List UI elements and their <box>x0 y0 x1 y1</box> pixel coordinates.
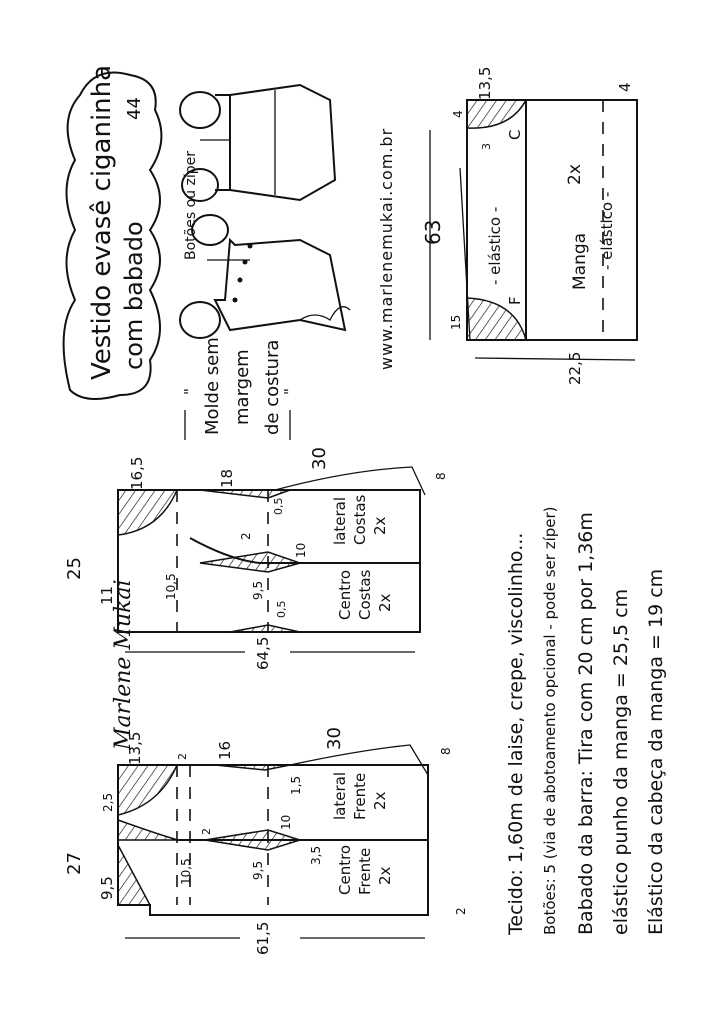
disclaimer-line-3: de costura <box>262 340 283 435</box>
svg-text:4: 4 <box>451 110 465 118</box>
svg-text:Costas: Costas <box>356 569 374 620</box>
svg-text:30: 30 <box>324 727 345 750</box>
svg-text:13,5: 13,5 <box>126 732 144 765</box>
svg-text:2x: 2x <box>376 593 394 612</box>
svg-text:9,5: 9,5 <box>251 581 265 600</box>
svg-text:61,5: 61,5 <box>254 922 272 955</box>
svg-text:Centro: Centro <box>336 845 354 895</box>
svg-text:63: 63 <box>421 220 445 245</box>
svg-text:2x: 2x <box>371 791 389 810</box>
note-cuff-elastic: elástico punho da manga = 25,5 cm <box>610 589 632 935</box>
svg-text:8: 8 <box>439 747 453 755</box>
disclaimer-line-2: margem <box>232 349 253 425</box>
svg-text:Manga: Manga <box>570 233 590 290</box>
title-size: 44 <box>124 97 145 120</box>
note-buttons: Botões: 5 (via de abotoamento opcional -… <box>541 506 559 935</box>
sleeve-pattern: 63 C F - elástico - Manga 2x - elástico … <box>421 67 638 385</box>
svg-text:0,5: 0,5 <box>272 498 285 516</box>
title-cloud: Vestido evasê ciganinha com babado 44 <box>62 65 163 400</box>
svg-text:11: 11 <box>98 586 116 605</box>
svg-text:10,5: 10,5 <box>179 858 193 885</box>
svg-text:Centro: Centro <box>336 570 354 620</box>
svg-text:": " <box>181 388 199 395</box>
svg-text:3,5: 3,5 <box>309 846 323 865</box>
svg-text:3: 3 <box>480 143 493 150</box>
svg-text:2,5: 2,5 <box>101 793 115 812</box>
svg-text:27: 27 <box>64 852 85 875</box>
svg-text:lateral: lateral <box>331 772 349 820</box>
svg-text:10: 10 <box>279 815 293 830</box>
svg-text:Frente: Frente <box>356 848 374 895</box>
svg-text:1,5: 1,5 <box>289 776 303 795</box>
svg-text:": " <box>281 388 299 395</box>
materials-notes: Tecido: 1,60m de laise, crepe, viscolinh… <box>505 506 667 936</box>
svg-text:2x: 2x <box>565 164 585 185</box>
svg-text:13,5: 13,5 <box>476 67 494 100</box>
svg-text:Costas: Costas <box>351 494 369 545</box>
front-bodice-pattern: lateral Frente 2x Centro Frente 2x 27 9,… <box>64 727 468 955</box>
svg-text:10: 10 <box>294 543 308 558</box>
svg-text:2x: 2x <box>376 866 394 885</box>
svg-text:22,5: 22,5 <box>566 352 584 385</box>
svg-text:9,5: 9,5 <box>98 876 116 900</box>
svg-text:4: 4 <box>616 82 634 92</box>
svg-text:30: 30 <box>309 447 330 470</box>
signature: Marlene Mukai <box>111 579 136 751</box>
closure-label: Botões ou zíper <box>183 151 199 260</box>
svg-text:2x: 2x <box>371 516 389 535</box>
svg-text:2: 2 <box>239 532 253 540</box>
note-fabric: Tecido: 1,60m de laise, crepe, viscolinh… <box>505 533 527 936</box>
svg-text:2: 2 <box>200 828 213 835</box>
svg-text:- elástico -: - elástico - <box>598 192 616 270</box>
svg-text:- elástico -: - elástico - <box>486 207 504 285</box>
website-url: www.marlenemukai.com.br <box>377 128 396 370</box>
svg-text:C: C <box>506 130 524 140</box>
svg-text:25: 25 <box>64 557 85 580</box>
back-bodice-pattern: lateral Costas 2x Centro Costas 2x 25 11… <box>64 447 448 670</box>
svg-text:2: 2 <box>176 753 189 760</box>
title-line-2: com babado <box>120 221 148 370</box>
title-line-1: Vestido evasê ciganinha <box>87 65 117 380</box>
svg-text:9,5: 9,5 <box>251 861 265 880</box>
note-ruffle: Babado da barra: Tira com 20 cm por 1,36… <box>575 512 597 935</box>
svg-text:Frente: Frente <box>351 773 369 820</box>
svg-text:10,5: 10,5 <box>164 573 178 600</box>
seam-allowance-note: " Molde sem margem de costura " <box>181 337 299 440</box>
disclaimer-line-1: Molde sem <box>202 337 223 435</box>
note-cap-elastic: Elástico da cabeça da manga = 19 cm <box>645 569 667 935</box>
svg-text:64,5: 64,5 <box>254 637 272 670</box>
svg-text:2: 2 <box>454 907 468 915</box>
svg-text:lateral: lateral <box>331 497 349 545</box>
svg-text:8: 8 <box>434 472 448 480</box>
svg-text:16,5: 16,5 <box>128 457 146 490</box>
svg-text:16: 16 <box>216 741 234 760</box>
dress-illustration: Botões ou zíper <box>179 83 351 339</box>
svg-text:F: F <box>506 296 524 305</box>
svg-text:18: 18 <box>218 469 236 488</box>
svg-text:0,5: 0,5 <box>275 601 288 619</box>
svg-text:15: 15 <box>449 315 463 330</box>
